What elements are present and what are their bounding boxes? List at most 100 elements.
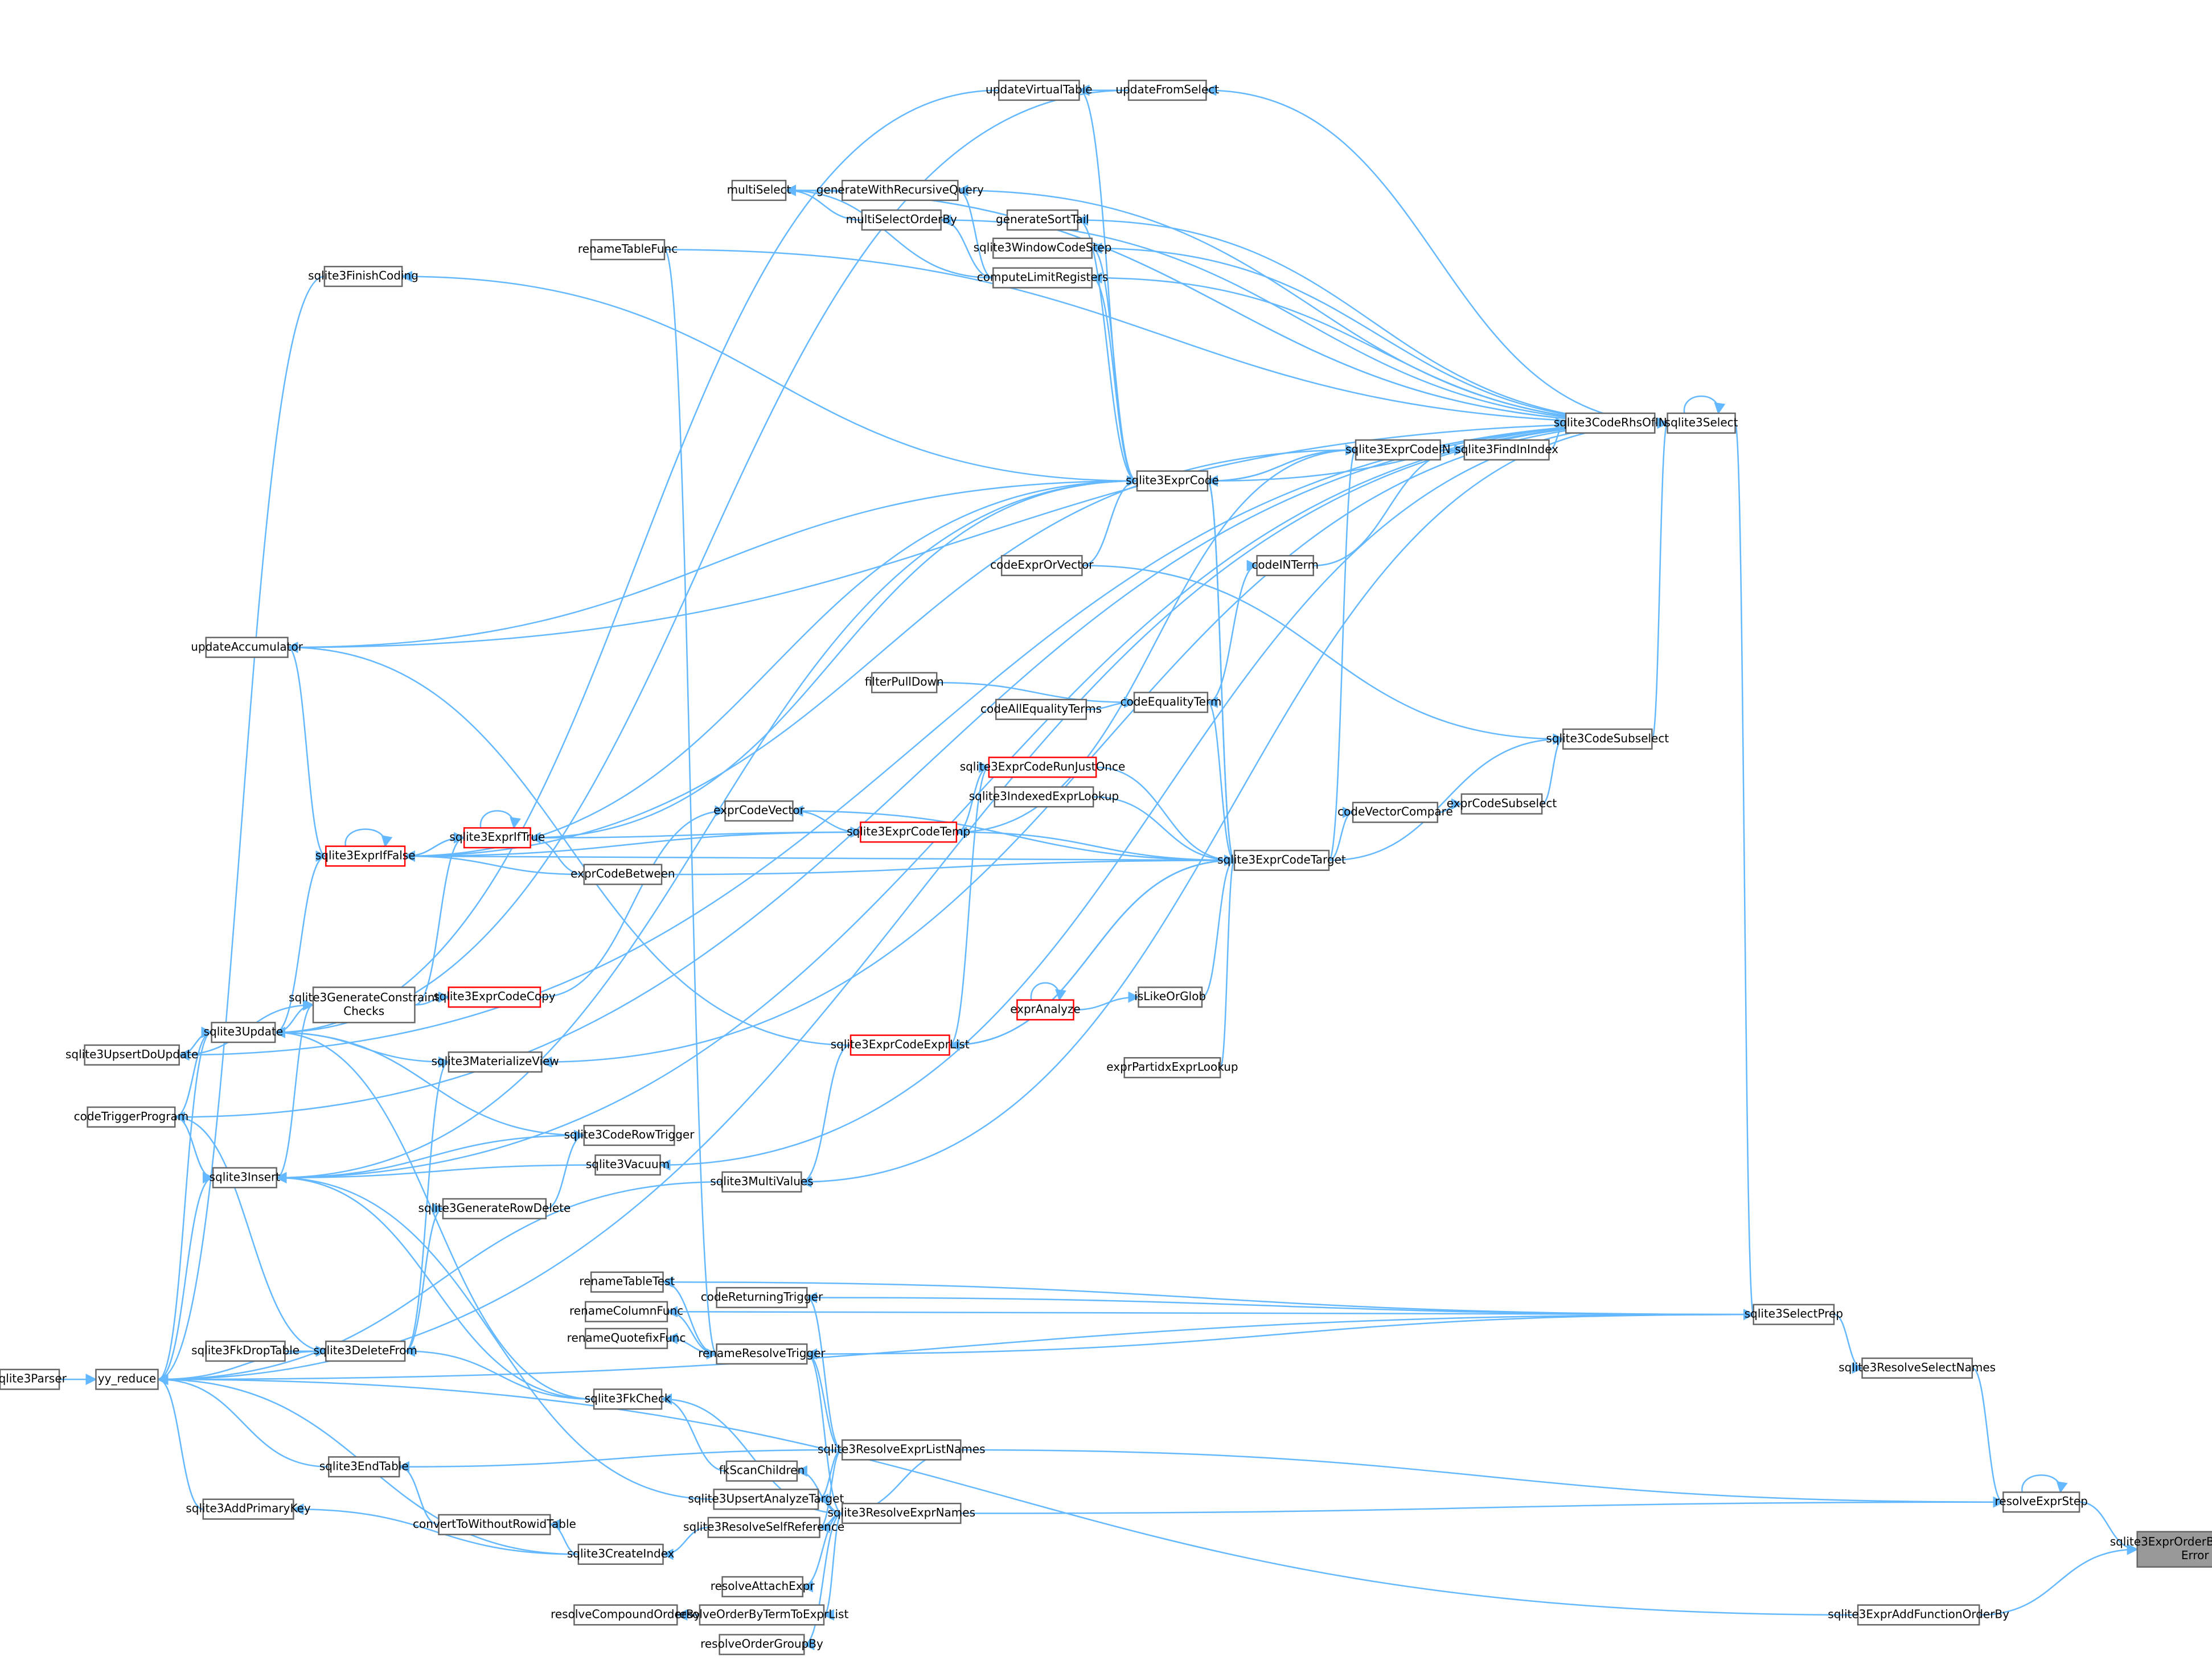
node-codeExprOrVector[interactable]: codeExprOrVector bbox=[990, 554, 1094, 577]
node-box[interactable] bbox=[1000, 554, 1083, 577]
node-codeEqualityTerm[interactable]: codeEqualityTerm bbox=[1121, 692, 1222, 713]
node-multiSelect[interactable]: multiSelect bbox=[727, 179, 791, 202]
node-sqlite3Vacuum[interactable]: sqlite3Vacuum bbox=[586, 1154, 670, 1176]
node-sqlite3ExprCode[interactable]: sqlite3ExprCode bbox=[1126, 470, 1219, 492]
node-box[interactable] bbox=[328, 1456, 400, 1478]
node-box[interactable] bbox=[325, 1341, 406, 1362]
node-sqlite3UpsertAnalyzeTarget[interactable]: sqlite3UpsertAnalyzeTarget bbox=[688, 1489, 844, 1510]
node-convertToWithoutRowidTable[interactable]: convertToWithoutRowidTable bbox=[413, 1514, 576, 1535]
node-box[interactable] bbox=[1138, 987, 1203, 1008]
node-box[interactable] bbox=[0, 1368, 60, 1390]
node-exprCodeSubselect[interactable]: exprCodeSubselect bbox=[1447, 793, 1557, 815]
node-computeLimitRegisters[interactable]: computeLimitRegisters bbox=[977, 267, 1109, 289]
node-generateWithRecursiveQuery[interactable]: generateWithRecursiveQuery bbox=[816, 179, 984, 202]
node-box[interactable] bbox=[84, 1044, 180, 1066]
node-renameColumnFunc[interactable]: renameColumnFunc bbox=[569, 1301, 683, 1322]
node-box[interactable] bbox=[998, 79, 1080, 101]
node-box[interactable] bbox=[463, 827, 531, 849]
node-renameQuotefixFunc[interactable]: renameQuotefixFunc bbox=[567, 1327, 686, 1349]
node-box[interactable] bbox=[448, 1051, 543, 1073]
node-box[interactable] bbox=[584, 1301, 668, 1322]
node-box[interactable] bbox=[442, 1198, 547, 1219]
node-box[interactable] bbox=[1460, 793, 1543, 815]
node-sqlite3ResolveSelfReference[interactable]: sqlite3ResolveSelfReference bbox=[683, 1516, 844, 1538]
node-sqlite3SelectPrep[interactable]: sqlite3SelectPrep bbox=[1745, 1304, 1843, 1325]
node-box[interactable] bbox=[1006, 209, 1079, 231]
node-resolveOrderGroupBy[interactable]: resolveOrderGroupBy bbox=[700, 1634, 823, 1655]
node-box[interactable] bbox=[716, 1343, 808, 1365]
node-sqlite3ExprIfTrue[interactable]: sqlite3ExprIfTrue bbox=[449, 827, 545, 849]
node-box[interactable] bbox=[724, 800, 794, 822]
node-box[interactable] bbox=[841, 1439, 962, 1461]
node-box[interactable] bbox=[988, 757, 1097, 778]
node-sqlite3CodeRowTrigger[interactable]: sqlite3CodeRowTrigger bbox=[564, 1124, 695, 1146]
node-box[interactable] bbox=[713, 1489, 819, 1510]
node-box[interactable] bbox=[205, 1341, 286, 1362]
node-fkScanChildren[interactable]: fkScanChildren bbox=[719, 1460, 805, 1482]
node-box[interactable] bbox=[202, 1498, 294, 1520]
node-box[interactable] bbox=[721, 1171, 802, 1193]
node-sqlite3EndTable[interactable]: sqlite3EndTable bbox=[319, 1456, 409, 1478]
node-sqlite3ExprCodeTarget[interactable]: sqlite3ExprCodeTarget bbox=[1217, 849, 1346, 871]
node-box[interactable] bbox=[1667, 412, 1736, 434]
node-sqlite3Parser[interactable]: sqlite3Parser bbox=[0, 1368, 67, 1390]
node-box[interactable] bbox=[594, 1154, 661, 1176]
node-box[interactable] bbox=[1352, 801, 1439, 823]
node-sqlite3MaterializeView[interactable]: sqlite3MaterializeView bbox=[432, 1051, 559, 1073]
node-box[interactable] bbox=[1565, 412, 1656, 434]
node-box[interactable] bbox=[841, 179, 959, 202]
node-box[interactable] bbox=[448, 987, 541, 1008]
node-sqlite3GenerateRowDelete[interactable]: sqlite3GenerateRowDelete bbox=[418, 1198, 571, 1219]
node-box[interactable] bbox=[2136, 1531, 2212, 1568]
node-sqlite3ExprOrderByAggregateError[interactable]: sqlite3ExprOrderByAggregateError bbox=[2110, 1531, 2212, 1568]
node-renameTableFunc[interactable]: renameTableFunc bbox=[578, 239, 678, 261]
node-box[interactable] bbox=[212, 1167, 277, 1189]
node-box[interactable] bbox=[1256, 554, 1314, 577]
node-renameTableTest[interactable]: renameTableTest bbox=[579, 1271, 675, 1293]
node-resolveAttachExpr[interactable]: resolveAttachExpr bbox=[711, 1576, 815, 1597]
node-yy_reduce[interactable]: yy_reduce bbox=[95, 1368, 159, 1390]
node-box[interactable] bbox=[841, 1502, 962, 1524]
node-box[interactable] bbox=[1857, 1604, 1980, 1626]
node-sqlite3UpsertDoUpdate[interactable]: sqlite3UpsertDoUpdate bbox=[65, 1044, 198, 1066]
node-box[interactable] bbox=[1562, 728, 1653, 750]
node-box[interactable] bbox=[2002, 1491, 2080, 1513]
node-box[interactable] bbox=[1127, 79, 1207, 101]
node-box[interactable] bbox=[323, 266, 403, 287]
node-codeVectorCompare[interactable]: codeVectorCompare bbox=[1337, 801, 1453, 823]
node-box[interactable] bbox=[577, 1543, 664, 1565]
node-box[interactable] bbox=[716, 1286, 808, 1309]
node-box[interactable] bbox=[1136, 470, 1209, 492]
node-sqlite3ExprAddFunctionOrderBy[interactable]: sqlite3ExprAddFunctionOrderBy bbox=[1828, 1604, 2009, 1626]
node-sqlite3Insert[interactable]: sqlite3Insert bbox=[210, 1167, 281, 1189]
node-codeTriggerProgram[interactable]: codeTriggerProgram bbox=[74, 1106, 189, 1128]
node-box[interactable] bbox=[438, 1514, 551, 1535]
node-sqlite3ExprCodeExprList[interactable]: sqlite3ExprCodeExprList bbox=[831, 1034, 970, 1056]
node-resolveOrderByTermToExprList[interactable]: resolveOrderByTermToExprList bbox=[675, 1604, 849, 1626]
node-renameResolveTrigger[interactable]: renameResolveTrigger bbox=[698, 1343, 826, 1365]
node-box[interactable] bbox=[1123, 1057, 1221, 1079]
node-box[interactable] bbox=[1133, 692, 1209, 713]
node-sqlite3ResolveExprNames[interactable]: sqlite3ResolveExprNames bbox=[827, 1502, 975, 1524]
node-exprCodeVector[interactable]: exprCodeVector bbox=[713, 800, 805, 822]
node-exprCodeBetween[interactable]: exprCodeBetween bbox=[571, 864, 675, 885]
node-sqlite3ResolveSelectNames[interactable]: sqlite3ResolveSelectNames bbox=[1838, 1357, 1996, 1379]
node-box[interactable] bbox=[849, 1034, 950, 1056]
node-sqlite3FinishCoding[interactable]: sqlite3FinishCoding bbox=[308, 266, 418, 287]
node-sqlite3FkDropTable[interactable]: sqlite3FkDropTable bbox=[191, 1341, 299, 1362]
node-box[interactable] bbox=[721, 1576, 804, 1597]
node-sqlite3IndexedExprLookup[interactable]: sqlite3IndexedExprLookup bbox=[969, 786, 1119, 808]
node-box[interactable] bbox=[325, 845, 406, 867]
node-sqlite3CodeSubselect[interactable]: sqlite3CodeSubselect bbox=[1546, 728, 1669, 750]
node-box[interactable] bbox=[992, 267, 1093, 289]
node-generateSortTail[interactable]: generateSortTail bbox=[996, 209, 1089, 231]
node-codeAllEqualityTerms[interactable]: codeAllEqualityTerms bbox=[980, 698, 1102, 720]
node-box[interactable] bbox=[1233, 849, 1330, 871]
node-codeReturningTrigger[interactable]: codeReturningTrigger bbox=[701, 1286, 823, 1309]
node-box[interactable] bbox=[992, 237, 1093, 259]
node-exprAnalyze[interactable]: exprAnalyze bbox=[1010, 999, 1081, 1021]
node-sqlite3Update[interactable]: sqlite3Update bbox=[204, 1022, 284, 1043]
node-box[interactable] bbox=[1861, 1357, 1973, 1379]
node-resolveExprStep[interactable]: resolveExprStep bbox=[1995, 1491, 2088, 1513]
node-box[interactable] bbox=[590, 239, 666, 261]
